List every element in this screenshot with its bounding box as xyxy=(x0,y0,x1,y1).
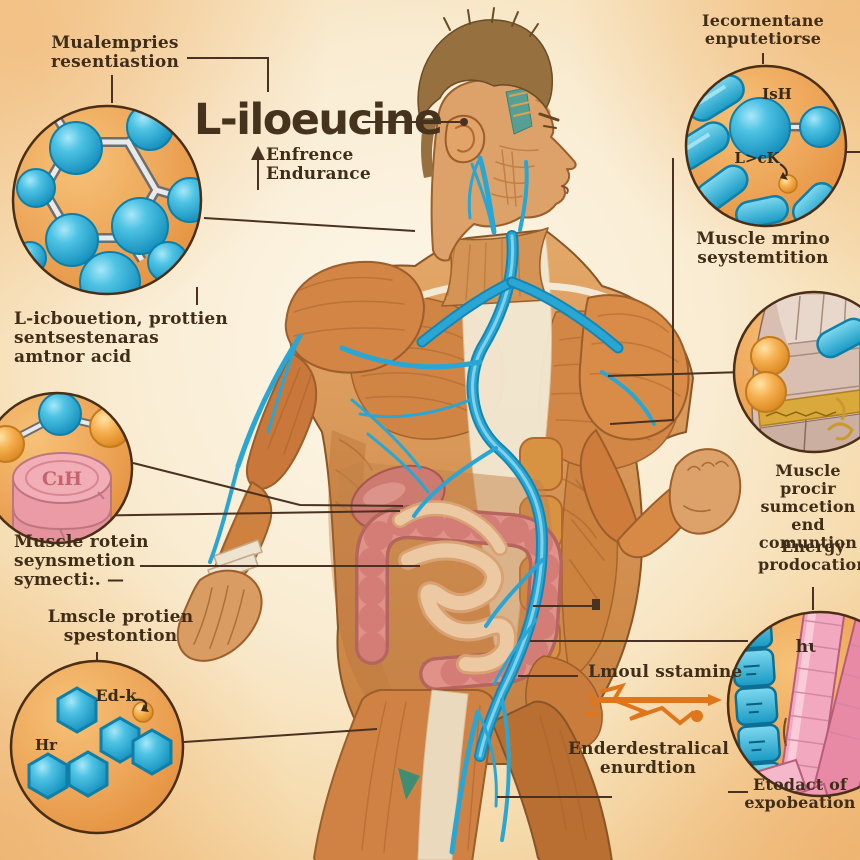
callout-hexagon-molecule: Ed-k Hr xyxy=(9,659,185,835)
capsule-label-top: IsH xyxy=(762,85,792,103)
label-muscle-protein-absorption: Lmscle protien spestontion xyxy=(47,607,194,647)
label-muscle-protein-synthesis: Muscle rotein seynsmetion symecti:. — xyxy=(14,532,149,591)
capsule-label-mid: L>cK xyxy=(734,149,780,167)
callout-muscle-fibers: hι xyxy=(726,610,860,798)
connector-line xyxy=(132,462,404,507)
hexagon-rings xyxy=(27,686,173,800)
label-muscle-protein-consumption: Muscle procir sumcetion end comuntion xyxy=(758,461,858,553)
right-arm xyxy=(578,294,742,559)
hair xyxy=(417,19,553,120)
label-isoleucine-protein: L-icbouetion, prottien sentsestenaras am… xyxy=(14,309,228,368)
connector-line xyxy=(607,371,745,377)
connector-line xyxy=(203,217,416,232)
label-muscle-representation: Mualempries resentiastion xyxy=(50,33,180,73)
hex-molecule-label-left: Hr xyxy=(35,736,58,754)
gold-lattice xyxy=(826,396,854,441)
head xyxy=(417,7,577,262)
mouth xyxy=(561,185,569,194)
label-immune-support: Lmoul sstamine xyxy=(588,662,743,682)
abdominal-cavity xyxy=(336,462,563,720)
page-title: L-iloeucine xyxy=(194,95,443,145)
hip-and-legs xyxy=(313,655,613,860)
pill-formula-label: CıH xyxy=(42,468,82,490)
connector-line xyxy=(609,158,674,425)
temple-muscle xyxy=(505,87,533,135)
label-effect-of-exertion: Etodact of expobeation xyxy=(744,775,856,813)
fiber-label: hι xyxy=(796,637,817,657)
energy-zigzag-icon xyxy=(586,682,722,726)
up-arrow-icon xyxy=(251,146,265,160)
label-endurance-nutrition: Enderdestralical enurdtion xyxy=(568,739,730,779)
label-endurance: Enfrence Endurance xyxy=(266,145,371,185)
blood-vessels xyxy=(208,155,656,855)
capsules xyxy=(686,74,837,226)
connector-line xyxy=(183,728,378,743)
eye xyxy=(543,125,557,129)
left-arm xyxy=(176,260,425,662)
callout-pill: CıH xyxy=(0,391,134,545)
callout-capsules: IsH L>cK xyxy=(684,64,848,228)
gold-band xyxy=(757,389,860,427)
connector-line xyxy=(187,57,269,92)
label-intake: Iecornentane enputetiorse xyxy=(702,11,824,49)
label-energy-production: Energy prodocation xyxy=(758,537,860,575)
iliotibial-band xyxy=(417,689,469,860)
hex-molecule-label-top: Ed-k xyxy=(95,686,137,705)
label-muscle-amino: Muscle mrino seystemtition xyxy=(696,229,830,269)
eyebrow xyxy=(538,112,560,122)
